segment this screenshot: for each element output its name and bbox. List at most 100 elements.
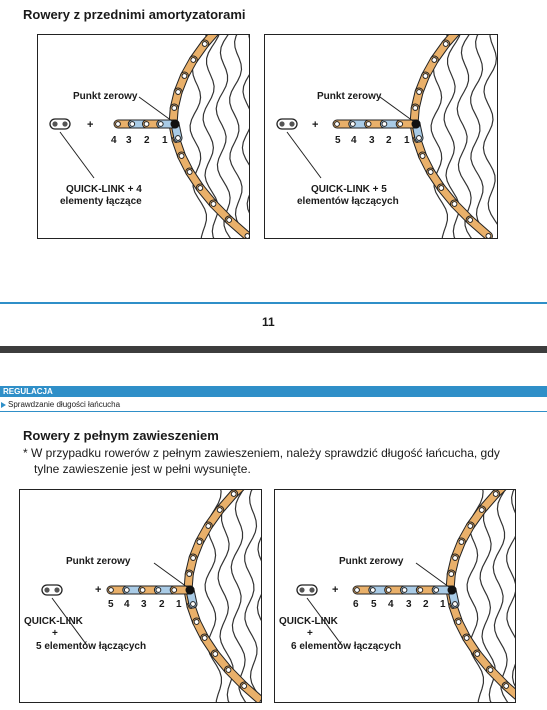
chain-diagram-1: Punkt zerowy + 4 3 2 1 QUICK-LINK + 4 el… [37,34,250,239]
caption-line: + [52,628,58,639]
page-separator [0,346,547,353]
chain-pin [458,539,465,545]
chain-pin [190,57,197,63]
caption-line: 5 elementów łączących [36,641,147,652]
chain-pin [115,121,121,127]
chain-diagram-4: Punkt zerowy + 6 5 4 3 2 1 QUICK-LINK + … [274,489,516,703]
quick-link-icon [41,584,63,596]
section-heading-full-suspension: Rowery z pełnym zawieszeniem [23,428,219,443]
caption-line: elementy łączące [60,196,142,207]
chain-pin [438,185,445,191]
cog-tooth-line [492,490,509,702]
chain-pin [244,233,249,238]
cog-tooth-line [482,35,497,225]
zero-point-pointer [415,562,450,588]
chain-pin [463,635,470,641]
quick-link-pointer [51,597,87,645]
chain-pin [210,201,217,207]
quick-link-icon [296,584,318,596]
chain-pin [478,507,485,513]
cog-tooth-line [256,536,261,621]
chain-pin [452,555,458,561]
quick-link-pointer [59,131,95,179]
chain-pin [431,57,438,63]
cog-tooth-line [244,490,261,700]
chain-pin [416,89,422,95]
chain-pin [197,185,204,191]
chain-pin [467,217,474,223]
link-number: 6 [353,599,359,610]
chain-pin [225,667,232,673]
cog-tooth-line [456,35,472,238]
link-number: 4 [124,599,130,610]
chain-pin [485,233,492,238]
link-number: 2 [386,135,392,146]
chain-pin [503,683,510,689]
chain-pin [448,571,455,577]
chain-pin [417,587,424,593]
chain-illustration [41,490,261,702]
chain-diagram-3: Punkt zerowy + 5 4 3 2 1 QUICK-LINK + 5 … [19,489,262,703]
caption-line: 6 elementów łączących [291,641,402,652]
plus-sign: + [95,584,102,596]
chain-pin [201,635,208,641]
cassette-cog [189,35,249,238]
cog-tooth-line [470,35,490,238]
cog-tooth-line [229,35,249,238]
link-number: 3 [369,135,375,146]
plus-sign: + [332,584,339,596]
link-number: 2 [159,599,165,610]
chain-pin [226,217,233,223]
chain-pin [193,619,200,625]
zero-point-marker [411,119,421,129]
chain-pin [452,601,458,607]
link-number: 1 [440,599,446,610]
zero-point-pointer [153,562,188,588]
link-number: 4 [388,599,394,610]
chain-pin [365,121,372,127]
chain-pin [143,121,150,127]
zero-point-label: Punkt zerowy [66,556,131,567]
chain-link [501,681,515,702]
chain-illustration [49,35,249,238]
breadcrumb-arrow-icon [1,402,6,408]
chain-pin [455,619,462,625]
zero-point-marker [170,119,180,129]
chain-pin [190,601,196,607]
chain-pin [108,587,114,593]
chain-pin [397,121,404,127]
chain-pin [230,491,237,497]
quick-link-pointer [286,131,322,179]
zero-point-label: Punkt zerowy [317,91,382,102]
plus-sign: + [312,119,319,131]
link-number: 5 [371,599,377,610]
footer-rule [0,302,547,304]
link-number: 2 [423,599,429,610]
chain-pin [416,135,422,141]
chain-pin [412,105,419,111]
link-number: 5 [108,599,114,610]
section-label: REGULACJA [3,387,53,396]
chain-pin [175,135,181,141]
chain-pin [171,587,178,593]
link-number: 4 [351,135,357,146]
chain-pin [171,105,178,111]
chain-pin [354,587,360,593]
chain-illustration [276,35,497,238]
chain-pin [157,121,164,127]
chain-pin [259,699,261,702]
link-number: 1 [404,135,410,146]
caption-line: QUICK-LINK + 4 [66,184,142,195]
chain-pin [467,523,474,529]
link-number: 3 [126,135,132,146]
chain-pin [216,507,223,513]
note-line: tylne zawieszenie jest w pełni wysunięte… [34,462,251,476]
chain-pin [385,587,392,593]
chain-pin [196,539,203,545]
link-number: 5 [335,135,341,146]
zero-point-marker [185,585,195,595]
caption-line: QUICK-LINK [279,616,338,627]
chain-illustration [296,490,515,702]
quick-link-pointer [306,597,342,645]
quick-link-icon [49,118,71,130]
